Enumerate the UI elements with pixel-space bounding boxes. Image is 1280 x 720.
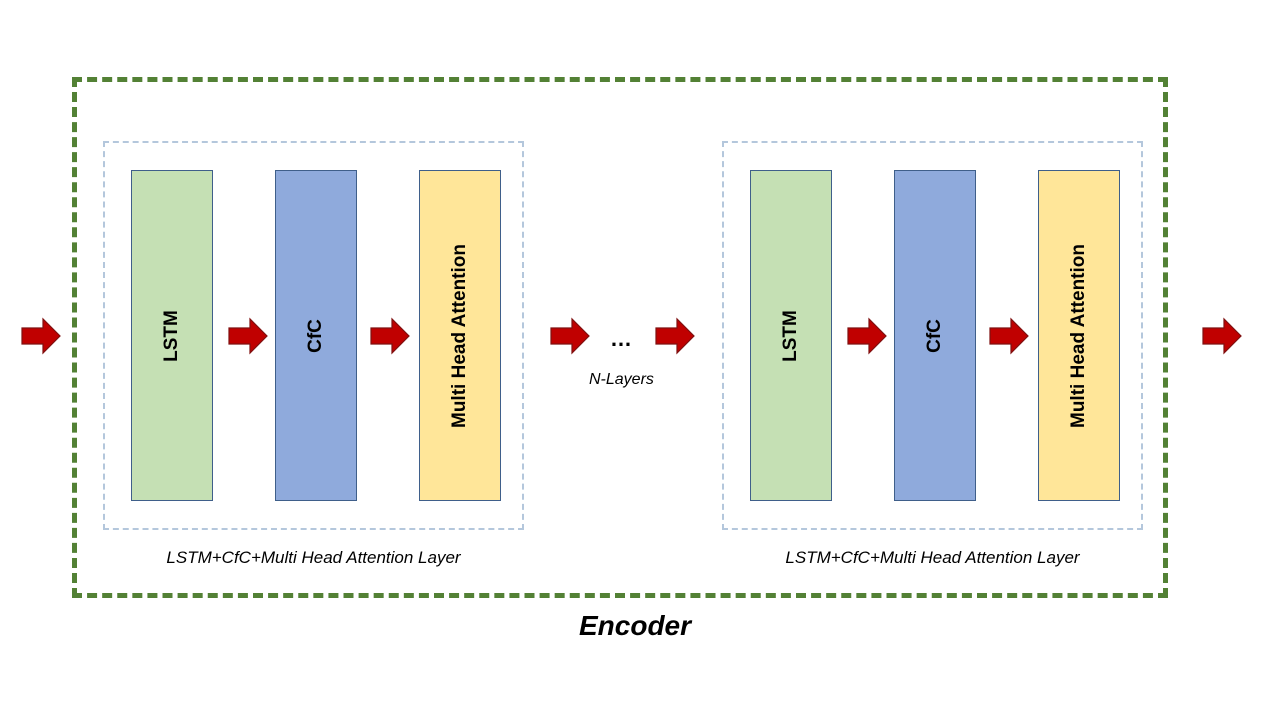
layer-caption-2: LSTM+CfC+Multi Head Attention Layer xyxy=(785,548,1080,567)
output-arrow-icon xyxy=(1202,317,1242,355)
encoder-container xyxy=(72,77,1168,598)
arrow-right-icon xyxy=(228,317,268,355)
lstm-block-1: LSTM xyxy=(131,170,213,501)
layers-ellipsis: … xyxy=(610,326,632,351)
mha-label: Multi Head Attention xyxy=(1068,243,1089,428)
layer-box-2 xyxy=(722,141,1143,530)
lstm-label: LSTM xyxy=(780,309,801,362)
arrow-right-icon xyxy=(550,317,590,355)
input-arrow-icon xyxy=(21,317,61,355)
cfc-block-2: CfC xyxy=(894,170,976,501)
mha-block-1: Multi Head Attention xyxy=(419,170,501,501)
layer-caption-1: LSTM+CfC+Multi Head Attention Layer xyxy=(166,548,461,567)
arrow-right-icon xyxy=(655,317,695,355)
lstm-block-2: LSTM xyxy=(750,170,832,501)
cfc-block-1: CfC xyxy=(275,170,357,501)
cfc-label: CfC xyxy=(924,318,945,353)
arrow-right-icon xyxy=(989,317,1029,355)
mha-label: Multi Head Attention xyxy=(449,243,470,428)
arrow-right-icon xyxy=(847,317,887,355)
layer-box-1 xyxy=(103,141,524,530)
cfc-label: CfC xyxy=(305,318,326,353)
encoder-title: Encoder xyxy=(578,610,692,641)
arrow-right-icon xyxy=(370,317,410,355)
n-layers-label: N-Layers xyxy=(589,371,654,388)
mha-block-2: Multi Head Attention xyxy=(1038,170,1120,501)
lstm-label: LSTM xyxy=(161,309,182,362)
